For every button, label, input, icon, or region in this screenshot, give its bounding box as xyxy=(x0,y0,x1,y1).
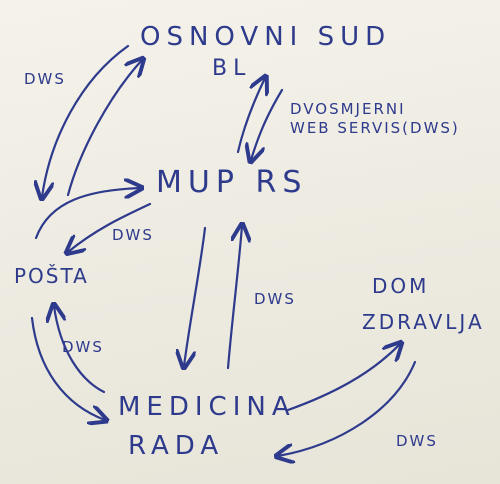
node-osnovni-sud-line2: BL xyxy=(212,56,252,81)
node-dom-zdravlja: DOM ZDRAVLJA xyxy=(362,268,485,340)
edge-label-sud-mup: DVOSMJERNI WEB SERVIS(DWS) xyxy=(290,100,460,138)
node-posta: POŠTA xyxy=(14,264,89,288)
node-dom-zdravlja-line1: DOM xyxy=(372,274,430,298)
edge-label-posta-medicina: DWS xyxy=(62,338,104,356)
edge-label-sud-posta: DWS xyxy=(24,70,66,88)
node-medicina-rada-line1: MEDICINA xyxy=(118,392,296,422)
arrow-mup-to-sud xyxy=(236,78,265,154)
node-medicina-rada-line2: RADA xyxy=(128,431,225,461)
edge-label-medicina-dom: DWS xyxy=(396,432,438,450)
arrow-medicina-to-posta xyxy=(54,306,106,394)
arrow-medicina-to-mup xyxy=(226,226,242,370)
arrow-mup-to-medicina xyxy=(184,226,207,366)
arrow-mup-to-posta xyxy=(68,202,152,252)
edge-label-sud-mup-line2: WEB SERVIS(DWS) xyxy=(290,118,460,137)
arrow-sud-to-mup xyxy=(251,88,284,160)
edge-label-mup-medicina: DWS xyxy=(254,290,296,308)
arrow-dom-to-medicina xyxy=(278,360,417,456)
arrow-medicina-to-dom xyxy=(286,344,400,412)
edge-label-mup-posta: DWS xyxy=(112,226,154,244)
edge-label-sud-mup-line1: DVOSMJERNI xyxy=(290,100,406,118)
arrow-sud-to-posta xyxy=(42,44,130,197)
node-dom-zdravlja-line2: ZDRAVLJA xyxy=(362,310,485,334)
arrow-posta-to-medicina xyxy=(30,316,105,420)
arrow-posta-to-sud xyxy=(66,60,142,197)
node-osnovni-sud-bl: BL xyxy=(212,58,251,80)
node-medicina-rada: MEDICINA RADA xyxy=(118,388,296,466)
node-mup-rs: MUP RS xyxy=(156,165,308,200)
node-osnovni-sud: OSNOVNI SUD xyxy=(140,24,391,50)
arrow-posta-to-mup xyxy=(34,188,140,240)
node-osnovni-sud-line1: OSNOVNI SUD xyxy=(140,22,392,52)
